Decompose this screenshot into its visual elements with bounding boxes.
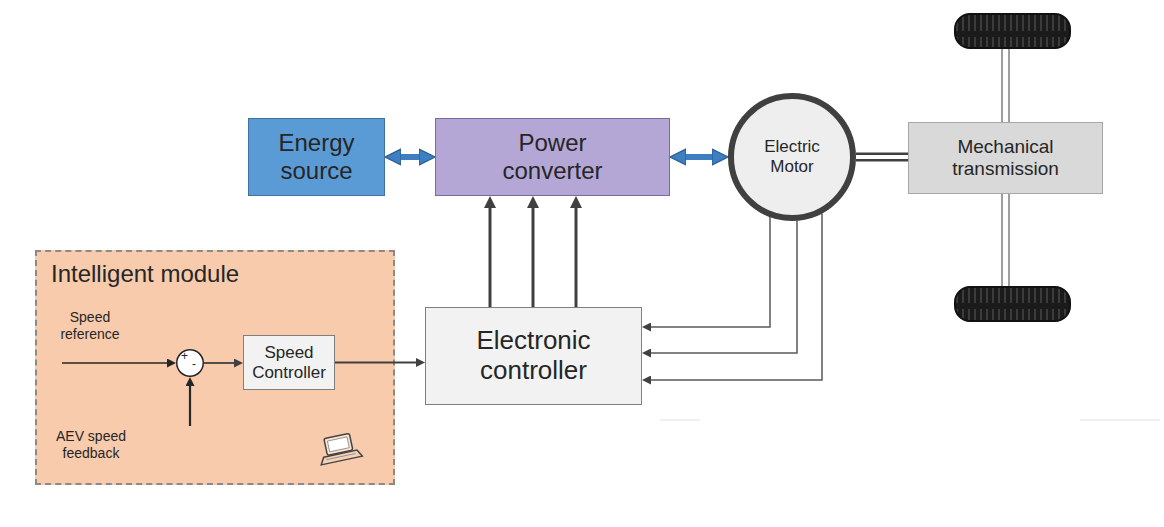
speed-controller-box: Speed Controller xyxy=(243,335,335,390)
connector-line xyxy=(575,208,578,307)
node-label: Power converter xyxy=(494,129,611,184)
connector-arrow xyxy=(576,208,577,307)
connector-arrow xyxy=(533,208,534,307)
summing-junction: +- xyxy=(176,349,204,377)
connector-line xyxy=(401,154,419,160)
laptop-icon xyxy=(316,432,362,465)
connector-line xyxy=(651,221,797,353)
reference-arrow xyxy=(62,362,167,364)
node-label: Electric Motor xyxy=(756,137,828,176)
drive-shaft xyxy=(856,157,908,158)
shaft-core xyxy=(856,155,908,159)
circle-outline xyxy=(176,349,204,377)
node-label: Electronic controller xyxy=(436,326,631,386)
node-label: Speed Controller xyxy=(247,343,331,382)
connector-line xyxy=(532,208,535,307)
power-converter-box: Power converter xyxy=(435,118,670,196)
connector-arrow xyxy=(401,157,419,158)
node-label: Mechanical transmission xyxy=(921,136,1090,180)
connector-arrow xyxy=(490,208,491,307)
connector-arrow xyxy=(204,363,234,364)
connector-line xyxy=(651,214,822,380)
connector-line xyxy=(204,362,234,364)
feedback-arrow xyxy=(189,386,191,426)
signal-name: Speed reference xyxy=(50,309,130,343)
electric-motor-circle: Electric Motor xyxy=(728,93,856,221)
energy-source-box: Energy source xyxy=(248,118,385,196)
connector-arrow xyxy=(651,221,797,353)
sign-symbol: - xyxy=(192,358,196,370)
connector-line xyxy=(856,153,908,162)
transmission-box: Mechanical transmission xyxy=(908,122,1103,194)
electronic-controller-box: Electronic controller xyxy=(425,307,642,405)
connector-arrow xyxy=(686,157,712,158)
node-label: Energy source xyxy=(259,129,374,184)
connector-arrow xyxy=(651,217,770,327)
connector-line xyxy=(489,208,492,307)
connector-line xyxy=(335,362,416,364)
connector-line xyxy=(686,154,712,160)
connector-arrow xyxy=(651,214,822,380)
connector-arrow xyxy=(335,362,416,363)
connector-line xyxy=(651,217,770,327)
sign-symbol: + xyxy=(181,350,188,362)
panel-heading: Intelligent module xyxy=(51,260,379,288)
signal-name: AEV speed feedback xyxy=(46,428,136,462)
